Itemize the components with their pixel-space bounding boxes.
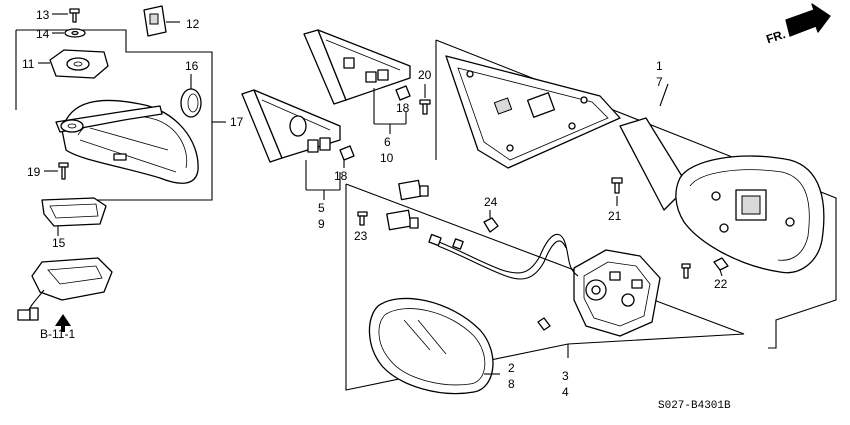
callout-1: 1 [656, 59, 663, 73]
callout-17: 17 [230, 115, 244, 129]
screw-21 [611, 177, 623, 206]
front-direction-indicator [785, 3, 831, 37]
reference-code: B-11-1 [40, 327, 75, 341]
callout-11: 11 [22, 57, 35, 71]
callout-22: 22 [714, 277, 728, 291]
callout-9: 9 [318, 217, 325, 231]
callout-7: 7 [656, 75, 663, 89]
callout-23: 23 [354, 229, 368, 243]
callout-21: 21 [608, 209, 622, 223]
mirror-actuator [573, 249, 661, 337]
callout-13: 13 [36, 8, 50, 22]
callout-18-lower: 18 [334, 169, 348, 183]
base-plate-11 [38, 49, 109, 79]
reference-arrow [55, 314, 71, 332]
callout-18-upper: 18 [396, 101, 410, 115]
sensor-housing [17, 257, 113, 321]
callout-10: 10 [380, 151, 394, 165]
callout-5: 5 [318, 201, 325, 215]
callout-15: 15 [52, 236, 66, 250]
wire-harness [428, 233, 579, 280]
actuator-screw [537, 317, 551, 331]
mirror-inner-cover [445, 55, 621, 169]
screw-22 [681, 257, 729, 279]
screw-13 [52, 8, 80, 23]
mirror-base-6-10 [303, 29, 411, 134]
connector-lower [386, 209, 419, 231]
rearview-mirror [55, 99, 199, 184]
callout-12: 12 [186, 17, 200, 31]
clip-24 [483, 210, 499, 233]
mirror-housing [619, 117, 825, 274]
screw-23 [357, 211, 368, 226]
clip-18-lower [339, 145, 355, 168]
callout-14: 14 [36, 27, 50, 41]
callout-24: 24 [484, 195, 498, 209]
clip-18-upper [395, 85, 411, 101]
callout-19: 19 [27, 165, 41, 179]
callout-3: 3 [562, 369, 569, 383]
callout-20: 20 [418, 68, 432, 82]
mirror-base-5-9 [241, 89, 341, 200]
cover-15 [41, 197, 107, 236]
callout-2: 2 [508, 361, 515, 375]
front-label: FR. [764, 27, 787, 46]
connector-upper [398, 179, 429, 201]
callout-6: 6 [384, 135, 391, 149]
clip-12 [143, 5, 180, 37]
callout-4: 4 [562, 385, 569, 399]
part-code: S027-B4301B [658, 400, 731, 412]
screw-19 [44, 162, 69, 180]
screw-20 [419, 84, 431, 115]
group-frame-17 [15, 29, 226, 201]
cap-16 [180, 74, 202, 118]
callout-8: 8 [508, 377, 515, 391]
mirror-glass [368, 297, 500, 395]
washer-14 [52, 28, 86, 38]
callout-16: 16 [185, 59, 199, 73]
